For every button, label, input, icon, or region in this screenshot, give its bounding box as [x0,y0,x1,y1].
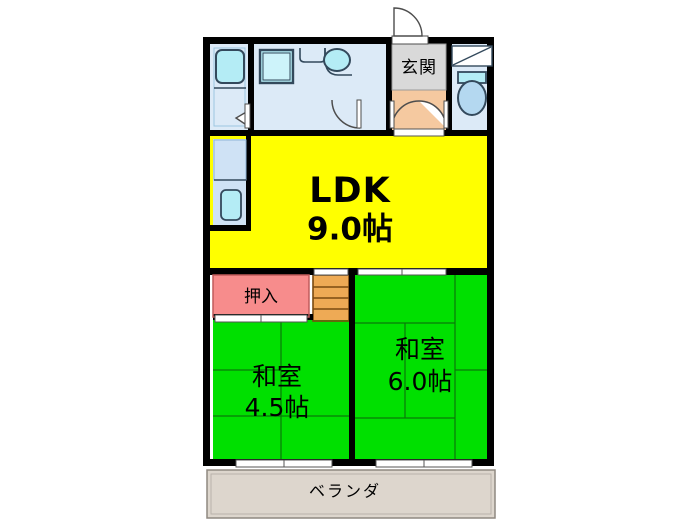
washitsu60-to-veranda-door-left[interactable] [375,459,425,468]
bathroom-area [213,47,251,129]
ldk-to-hall-sliding-door[interactable] [393,128,445,137]
bathtub-icon [215,49,245,84]
oshiire-floor [213,275,309,317]
interior-sliding-doors [357,268,447,276]
ldk-size-label: 9.0帖 [307,212,393,248]
hall-to-washroom-door-leaf[interactable] [389,100,395,129]
washroom-to-ldk-door-leaf[interactable] [356,99,362,129]
bath-door-panel[interactable] [244,103,251,129]
toilet-bowl-icon [457,80,487,116]
washroom-area [258,48,362,129]
genkan-label: 玄関 [401,58,437,78]
wall-wetzone-ldk [203,130,494,136]
ldk-to-washitsu60-door-left[interactable] [357,268,403,276]
genkan-area: 玄関 [389,7,449,137]
genkan-tile-outline [391,43,447,91]
veranda-sliding-doors [235,459,473,468]
hall-to-toilet-door-leaf[interactable] [443,100,449,129]
wall-bath-washroom [248,44,254,130]
toilet-area [451,45,493,116]
washitsu-45-size-label: 4.5帖 [245,393,310,422]
veranda-inner-line [210,473,492,515]
ldk-name-label: LDK [309,171,391,211]
kitchen-area [213,139,247,221]
washitsu-45-name-label: 和室 [252,362,302,391]
bathroom-outline [213,47,246,127]
wash-basin-icon [323,48,351,72]
washroom-to-ldk-door-arc[interactable] [331,99,361,129]
wall-right [487,37,494,466]
washitsu60-to-veranda-door-right[interactable] [423,459,473,468]
wall-washroom-hall [386,44,392,130]
wall-bottom [203,459,494,466]
veranda-floor [206,469,496,519]
kitchen-counter-top [213,139,247,181]
washing-machine-inner [262,52,291,81]
wall-hall-toilet [446,44,452,130]
oshiire-sliding-door-left[interactable] [214,314,262,323]
washitsu-60-size-label: 6.0帖 [388,367,453,396]
entry-door-swing[interactable] [393,7,423,37]
washitsu45-to-veranda-door-right[interactable] [283,459,333,468]
wall-between-washitsu [349,275,355,466]
oshiire-label: 押入 [244,287,278,307]
veranda-area: ベランダ [206,469,496,519]
tatami-seams [213,275,493,466]
wall-kitchen-counter-right [246,136,251,231]
wall-left [203,37,210,466]
wall-kitchen-counter-edge [210,225,251,231]
veranda-label: ベランダ [309,482,381,501]
storage-shelf-door[interactable] [313,268,349,276]
oshiire-area: 押入 [212,268,349,323]
washitsu45-to-veranda-door-left[interactable] [235,459,285,468]
entry-door-threshold[interactable] [391,35,429,45]
ldk-to-washitsu60-door-right[interactable] [401,268,447,276]
ldk-floor [210,136,494,268]
oshiire-sliding-door-right[interactable] [260,314,308,323]
kitchen-sink-icon [220,189,242,221]
shoe-cabinet-diagonal [452,46,492,66]
washitsu-60-name-label: 和室 [395,335,445,364]
wall-top [203,37,494,44]
